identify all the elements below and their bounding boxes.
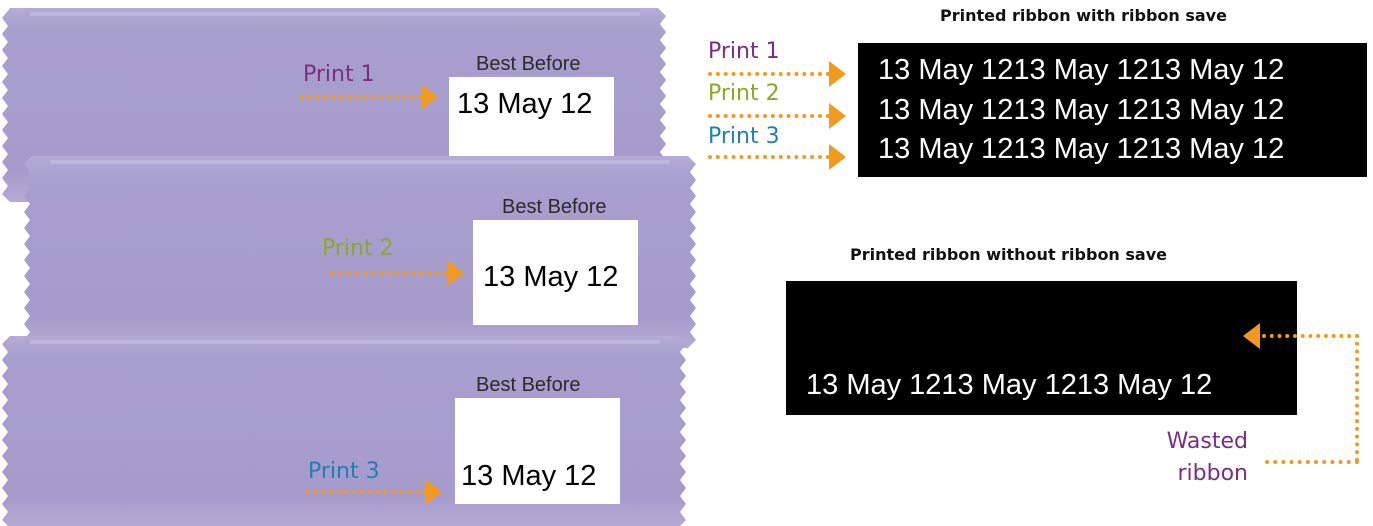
ribbon-without-save bbox=[786, 281, 1297, 415]
print-3-arrow-line bbox=[306, 490, 426, 494]
pack-2: Best Before 13 May 12 bbox=[20, 150, 700, 355]
ribbon-print-3-arrow-line bbox=[708, 155, 830, 159]
ribbon-save-title: Printed ribbon with ribbon save bbox=[940, 6, 1227, 25]
best-before-label: Best Before bbox=[502, 196, 607, 218]
ribbon-print-2-label: Print 2 bbox=[708, 81, 780, 106]
print-1-label: Print 1 bbox=[303, 62, 375, 87]
ribbon-nosave-title: Printed ribbon without ribbon save bbox=[850, 245, 1167, 264]
wasted-arrow-top-line bbox=[1262, 334, 1359, 338]
print-3-arrowhead bbox=[425, 479, 442, 505]
best-before-label: Best Before bbox=[476, 53, 581, 75]
date-label-area bbox=[455, 398, 620, 504]
ribbon-with-save bbox=[858, 43, 1367, 177]
ribbon-print-2-arrowhead bbox=[829, 103, 846, 129]
wasted-arrow-vertical-line bbox=[1355, 334, 1359, 462]
print-1-arrowhead bbox=[421, 84, 438, 110]
printed-date: 13 May 12 bbox=[483, 261, 619, 293]
pack-3: Best Before 13 May 12 bbox=[0, 330, 690, 526]
ribbon-save-line-3: 13 May 1213 May 1213 May 12 bbox=[878, 133, 1285, 165]
ribbon-save-line-1: 13 May 1213 May 1213 May 12 bbox=[878, 54, 1285, 86]
print-1-arrow-line bbox=[300, 95, 422, 99]
ribbon-print-1-arrowhead bbox=[829, 61, 846, 87]
wasted-arrowhead bbox=[1243, 323, 1260, 349]
date-label-area bbox=[473, 220, 638, 325]
ribbon-nosave-line: 13 May 1213 May 1213 May 12 bbox=[806, 369, 1213, 401]
printed-date: 13 May 12 bbox=[457, 88, 593, 120]
wasted-arrow-bottom-line bbox=[1265, 460, 1359, 464]
ribbon-print-1-label: Print 1 bbox=[708, 39, 780, 64]
wasted-label-line-1: Wasted bbox=[1166, 429, 1248, 454]
printed-date: 13 May 12 bbox=[461, 460, 597, 492]
print-2-arrowhead bbox=[447, 260, 464, 286]
ribbon-save-line-2: 13 May 1213 May 1213 May 12 bbox=[878, 94, 1285, 126]
wasted-ribbon-label: Wasted ribbon bbox=[1140, 426, 1248, 490]
ribbon-print-2-arrow-line bbox=[708, 114, 830, 118]
print-2-label: Print 2 bbox=[322, 236, 394, 261]
date-label-area bbox=[449, 77, 614, 160]
print-2-arrow-line bbox=[330, 271, 448, 275]
ribbon-print-1-arrow-line bbox=[708, 72, 830, 76]
print-3-label: Print 3 bbox=[308, 459, 380, 484]
ribbon-print-3-label: Print 3 bbox=[708, 124, 780, 149]
ribbon-print-3-arrowhead bbox=[829, 144, 846, 170]
pack-1: Best Before 13 May 12 bbox=[0, 0, 668, 210]
best-before-label: Best Before bbox=[476, 374, 581, 396]
wasted-label-line-2: ribbon bbox=[1177, 461, 1249, 486]
